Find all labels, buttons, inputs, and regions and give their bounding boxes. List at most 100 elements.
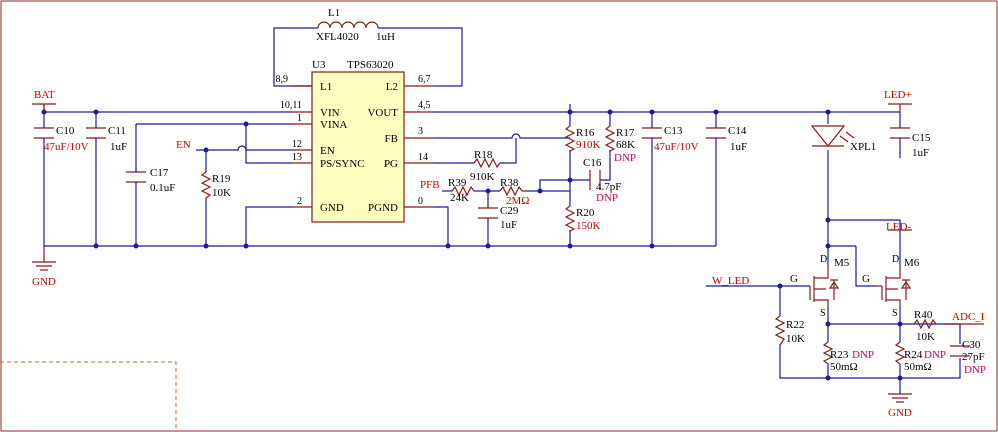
led-plus-port: LED+	[884, 89, 912, 112]
ic-u3: U3 TPS63020 8,9 10,11 1 12 13 2 L1 VIN V…	[276, 59, 434, 223]
pin-num-en: 12	[292, 139, 302, 150]
svg-text:50mΩ: 50mΩ	[830, 361, 858, 373]
svg-text:10K: 10K	[212, 187, 231, 199]
svg-text:910K: 910K	[576, 139, 601, 151]
ic-ref: U3	[312, 59, 326, 71]
svg-text:DNP: DNP	[596, 192, 618, 204]
svg-text:R22: R22	[786, 319, 804, 331]
svg-text:XPL1: XPL1	[850, 141, 876, 153]
capacitor-c11: C11 1uF	[86, 125, 127, 153]
svg-text:C10: C10	[56, 125, 75, 137]
pin-num-ps: 13	[292, 152, 302, 163]
svg-text:DNP: DNP	[852, 349, 874, 361]
resistor-r17: R17 68K DNP	[604, 125, 636, 164]
pin-num-fb: 3	[418, 126, 423, 137]
svg-text:R16: R16	[576, 127, 595, 139]
svg-text:0.1uF: 0.1uF	[150, 182, 175, 194]
l1-value: XFL4020	[316, 31, 359, 43]
wires	[43, 104, 961, 394]
svg-text:R19: R19	[212, 173, 231, 185]
pfb-net-label: PFB	[420, 179, 440, 191]
svg-text:47uF/10V: 47uF/10V	[654, 141, 699, 153]
svg-text:G: G	[862, 273, 870, 285]
pin-name-fb: FB	[385, 133, 398, 145]
en-net-label: EN	[176, 139, 191, 151]
gnd-label-left: GND	[32, 276, 56, 288]
resistor-r22: R22 10K	[774, 315, 805, 346]
junctions	[41, 109, 903, 381]
pin-name-vina: VINA	[320, 119, 348, 131]
pin-name-pgnd: PGND	[368, 202, 398, 214]
svg-text:10K: 10K	[916, 331, 935, 343]
gnd-label-right: GND	[888, 407, 912, 419]
svg-text:C13: C13	[664, 125, 683, 137]
capacitor-c14: C14 1uF	[706, 125, 747, 153]
resistor-r24: R24 DNP 50mΩ	[894, 341, 946, 373]
pin-name-l1: L1	[320, 81, 332, 93]
led-minus-label: LED-	[886, 221, 911, 233]
capacitor-c29: C29 1uF	[478, 205, 519, 231]
mosfet-m5: G D S M5	[790, 254, 850, 319]
svg-text:R40: R40	[914, 309, 933, 321]
svg-text:S: S	[892, 308, 898, 319]
resistor-r20: R20 150K	[564, 205, 601, 232]
svg-text:C17: C17	[150, 167, 169, 179]
svg-text:1uF: 1uF	[912, 147, 929, 159]
svg-text:1uF: 1uF	[110, 141, 127, 153]
svg-text:C14: C14	[728, 125, 747, 137]
mosfet-m6: G D S M6	[862, 254, 920, 319]
l1-value2: 1uH	[376, 31, 395, 43]
svg-text:R24: R24	[904, 349, 923, 361]
svg-text:4.7pF: 4.7pF	[596, 181, 621, 193]
resistor-r19: R19 10K	[200, 171, 231, 200]
svg-text:S: S	[820, 308, 826, 319]
pin-num-pg: 14	[418, 152, 428, 163]
led-xpl1: XPL1	[810, 125, 876, 153]
ic-part: TPS63020	[347, 59, 394, 71]
pin-name-pg: PG	[384, 158, 398, 170]
svg-text:R18: R18	[474, 149, 493, 161]
svg-text:DNP: DNP	[614, 152, 636, 164]
svg-text:DNP: DNP	[964, 364, 986, 376]
svg-text:DNP: DNP	[924, 349, 946, 361]
svg-text:910K: 910K	[470, 171, 495, 183]
pin-num-vina: 1	[297, 113, 302, 124]
svg-text:R39: R39	[448, 177, 467, 189]
capacitor-c16: C16 4.7pF DNP	[583, 157, 621, 204]
svg-text:C11: C11	[108, 125, 126, 137]
resistor-r23: R23 DNP 50mΩ	[822, 341, 874, 373]
resistor-r16: R16 910K	[564, 125, 601, 152]
pin-name-ps: PS/SYNC	[320, 158, 365, 170]
resistor-r39: R39 24K	[448, 177, 476, 204]
pin-num-l2: 6,7	[418, 74, 431, 85]
svg-text:150K: 150K	[576, 220, 601, 232]
capacitor-c13: C13 47uF/10V	[642, 125, 699, 153]
led-minus-port: LED-	[886, 221, 912, 233]
capacitor-c30: C30 27pF DNP	[950, 339, 986, 376]
ic-body	[311, 71, 405, 223]
svg-text:R23: R23	[830, 349, 849, 361]
svg-text:1uF: 1uF	[500, 219, 517, 231]
capacitor-c17: C17 0.1uF	[126, 167, 175, 194]
pin-name-vout: VOUT	[367, 107, 398, 119]
svg-text:R38: R38	[500, 177, 519, 189]
svg-text:10K: 10K	[786, 333, 805, 345]
w-led-net-label: W_LED	[712, 275, 749, 287]
svg-text:R20: R20	[576, 207, 595, 219]
svg-text:47uF/10V: 47uF/10V	[44, 141, 89, 153]
l1-ref: L1	[328, 7, 340, 19]
svg-text:1uF: 1uF	[730, 141, 747, 153]
svg-text:M6: M6	[904, 257, 920, 269]
pin-name-vin: VIN	[320, 107, 340, 119]
pin-name-gnd: GND	[320, 202, 344, 214]
svg-text:G: G	[790, 273, 798, 285]
svg-text:C29: C29	[500, 205, 519, 217]
resistor-r38: R38 2MΩ	[499, 177, 529, 207]
pin-num-vin: 10,11	[280, 100, 302, 111]
pin-name-en: EN	[320, 145, 335, 157]
svg-text:D: D	[820, 254, 827, 265]
capacitor-c15: C15 1uF	[890, 126, 931, 159]
